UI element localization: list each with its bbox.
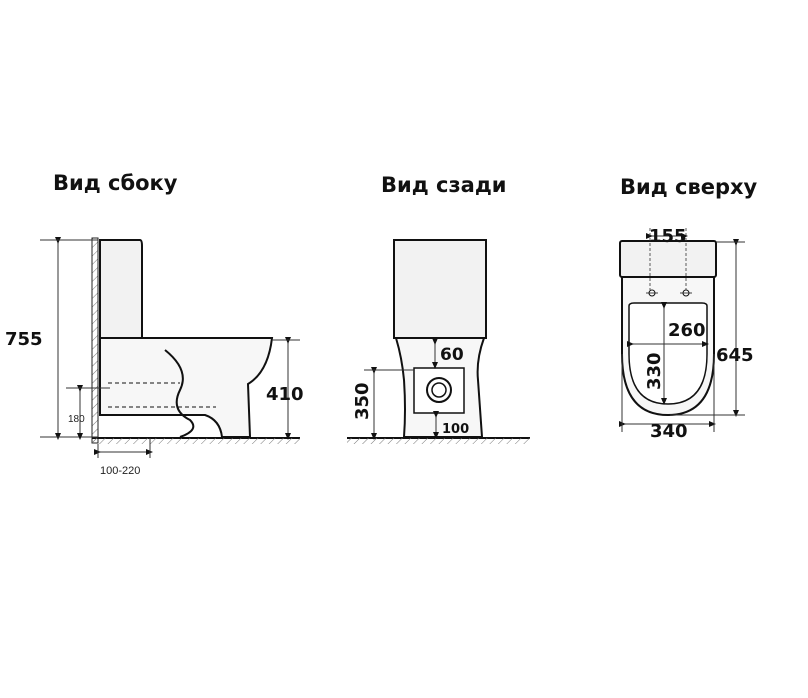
dim-inlet-height: 350 [352,382,373,420]
dim-seat-height: 410 [266,384,304,405]
rear-view-title: Вид сзади [381,173,507,197]
rear-tank [393,239,487,339]
dim-total-width: 340 [650,421,688,442]
dim-outlet-height: 180 [68,414,85,425]
dim-bowl-inner-width: 260 [668,320,706,341]
dim-bowl-inner-length: 330 [644,352,665,390]
side-view: 755 410 180 100-220 [5,237,304,477]
side-trap [164,349,195,438]
dim-total-length: 645 [716,345,754,366]
rear-view: 350 60 100 [347,239,530,444]
side-view-title: Вид сбоку [53,171,178,195]
side-wall [91,237,99,444]
top-mount-holes [646,289,692,297]
side-bowl [99,337,274,438]
dim-outlet-offset: 100-220 [100,465,140,477]
dim-tank-holes: 155 [649,226,687,247]
dim-inlet-offset-bottom: 100 [442,422,469,437]
top-view-title: Вид сверху [620,175,758,199]
side-tank [99,239,143,339]
top-view: 155 260 330 645 340 [619,226,754,442]
dim-inlet-offset-top: 60 [440,345,464,365]
top-bowl-opening [628,302,708,405]
dim-total-height: 755 [5,329,43,350]
